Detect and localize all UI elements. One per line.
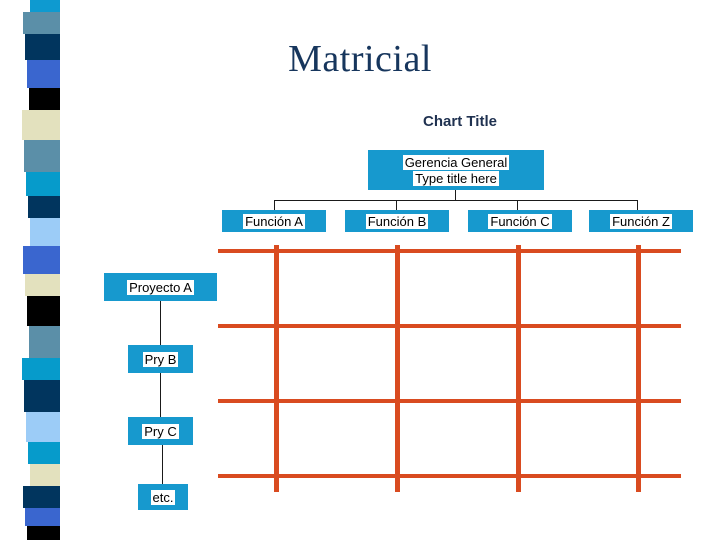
node-proyecto-a[interactable]: Proyecto A — [104, 273, 217, 301]
side-decoration-stripe — [0, 0, 62, 540]
grid-line-horizontal — [218, 324, 681, 328]
grid-line-horizontal — [218, 474, 681, 478]
node-pry-c[interactable]: Pry C — [128, 417, 193, 445]
node-pry-c-label: Pry C — [142, 423, 179, 439]
stripe-band — [30, 464, 60, 486]
node-funcion-z-label: Función Z — [610, 213, 672, 229]
connector-pry-2-to-3 — [162, 445, 163, 484]
connector-horizontal-bus — [274, 200, 637, 201]
connector-pry-1-to-2 — [160, 373, 161, 417]
connector-drop-fn-0 — [274, 200, 275, 210]
stripe-band — [29, 88, 60, 110]
stripe-band — [23, 246, 60, 274]
connector-pry-0-to-1 — [160, 301, 161, 345]
node-funcion-z[interactable]: Función Z — [589, 210, 693, 232]
node-funcion-b-label: Función B — [365, 213, 429, 229]
connector-root-stem — [455, 190, 456, 201]
node-funcion-c[interactable]: Función C — [468, 210, 572, 232]
node-funcion-b[interactable]: Función B — [345, 210, 449, 232]
grid-line-vertical — [274, 245, 279, 492]
stripe-band — [23, 12, 60, 34]
stripe-band — [27, 526, 60, 540]
stripe-band — [26, 172, 60, 196]
connector-drop-fn-2 — [517, 200, 518, 210]
stripe-band — [27, 296, 60, 326]
grid-line-horizontal — [218, 399, 681, 403]
stripe-band — [30, 218, 60, 246]
node-pry-b-label: Pry B — [142, 351, 179, 367]
node-etc-label: etc. — [150, 489, 176, 505]
connector-drop-fn-1 — [396, 200, 397, 210]
grid-line-vertical — [395, 245, 400, 492]
stripe-band — [27, 60, 60, 88]
node-funcion-c-label: Función C — [488, 213, 552, 229]
stripe-band — [25, 274, 60, 296]
stripe-band — [25, 508, 60, 526]
grid-line-vertical — [636, 245, 641, 492]
node-funcion-a-label: Función A — [243, 213, 305, 229]
stripe-band — [25, 34, 60, 60]
node-proyecto-a-label: Proyecto A — [127, 279, 194, 295]
stripe-band — [29, 326, 60, 358]
node-gerencia-general-line2: Type title here — [413, 170, 499, 186]
node-gerencia-general-line1: Gerencia General — [402, 154, 510, 170]
node-etc[interactable]: etc. — [138, 484, 188, 510]
slide-title: Matricial — [288, 38, 432, 80]
stripe-band — [30, 0, 60, 12]
node-pry-b[interactable]: Pry B — [128, 345, 193, 373]
connector-drop-fn-3 — [637, 200, 638, 210]
stripe-band — [24, 380, 60, 412]
stripe-band — [23, 486, 60, 508]
stripe-band — [28, 442, 60, 464]
stripe-band — [22, 358, 60, 380]
chart-title: Chart Title — [423, 113, 497, 130]
stripe-band — [22, 110, 60, 140]
stripe-band — [26, 412, 60, 442]
grid-line-vertical — [516, 245, 521, 492]
node-gerencia-general[interactable]: Gerencia General Type title here — [368, 150, 544, 190]
stripe-band — [24, 140, 60, 172]
grid-line-horizontal — [218, 249, 681, 253]
node-funcion-a[interactable]: Función A — [222, 210, 326, 232]
stripe-band — [28, 196, 60, 218]
